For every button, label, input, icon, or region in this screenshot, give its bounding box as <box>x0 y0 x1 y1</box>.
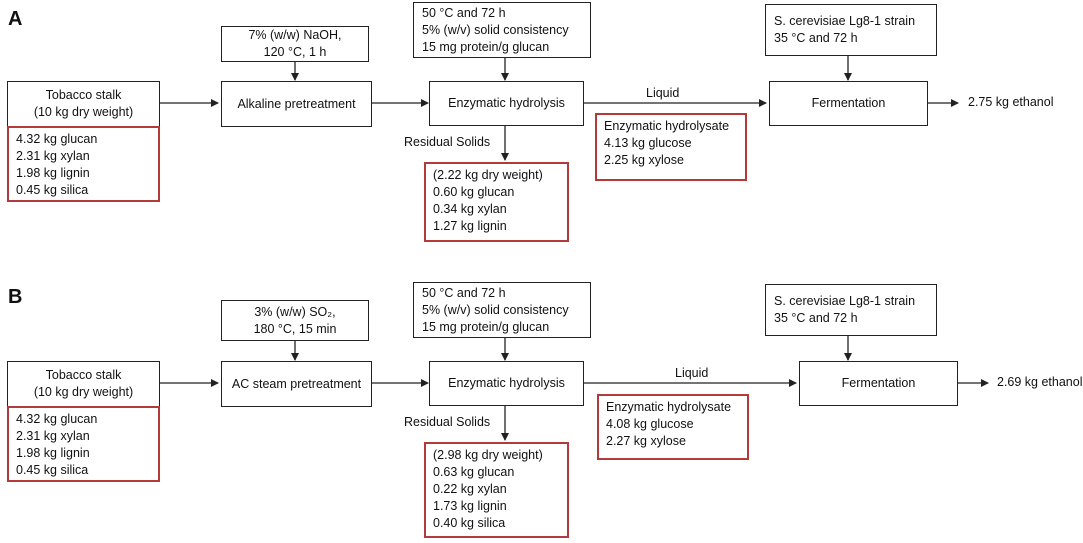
residual-solids-label-b: Residual Solids <box>404 415 491 429</box>
residual-item: 0.34 kg xylan <box>433 202 507 216</box>
hydrolysate-item: 2.25 kg xylose <box>604 153 684 167</box>
source-name: Tobacco stalk <box>45 88 122 102</box>
condition-line: S. cerevisiae Lg8-1 strain <box>774 14 916 28</box>
composition-item: 2.31 kg xylan <box>16 429 90 443</box>
feedstock-composition-box-b: 4.32 kg glucan 2.31 kg xylan 1.98 kg lig… <box>7 406 160 482</box>
condition-line: 180 °C, 15 min <box>253 321 337 336</box>
hydrolysis-conditions-box-b: 50 °C and 72 h 5% (w/v) solid consistenc… <box>413 282 591 338</box>
composition-item: 4.32 kg glucan <box>16 132 98 146</box>
condition-line: 50 °C and 72 h <box>422 286 506 300</box>
condition-line: 15 mg protein/g glucan <box>422 320 550 334</box>
pretreatment-conditions-box-a: 7% (w/w) NaOH, 120 °C, 1 h <box>221 26 369 62</box>
hydrolysis-label: Enzymatic hydrolysis <box>448 376 565 390</box>
condition-line: S. cerevisiae Lg8-1 strain <box>774 294 916 308</box>
condition-line: 15 mg protein/g glucan <box>422 40 550 54</box>
fermentation-box-a: Fermentation <box>769 81 928 126</box>
condition-line: 5% (w/v) solid consistency <box>422 303 569 317</box>
liquid-label-a: Liquid <box>646 86 680 100</box>
condition-line: 35 °C and 72 h <box>774 311 858 325</box>
residual-item: 0.60 kg glucan <box>433 185 515 199</box>
hydrolysis-box-a: Enzymatic hydrolysis <box>429 81 584 126</box>
residual-item: 1.27 kg lignin <box>433 219 507 233</box>
residual-solids-box-b: (2.98 kg dry weight) 0.63 kg glucan 0.22… <box>424 442 569 538</box>
fermentation-label: Fermentation <box>841 376 916 390</box>
composition-item: 0.45 kg silica <box>16 183 89 197</box>
composition-item: 1.98 kg lignin <box>16 446 90 460</box>
residual-item: 0.22 kg xylan <box>433 482 507 496</box>
pretreatment-label: Alkaline pretreatment <box>237 96 356 111</box>
panel-label-a: A <box>8 8 23 30</box>
residual-solids-label-a: Residual Solids <box>404 135 491 149</box>
pretreatment-box-b: AC steam pretreatment <box>221 361 372 407</box>
pretreatment-box-a: Alkaline pretreatment <box>221 81 372 127</box>
feedstock-composition-box-a: 4.32 kg glucan 2.31 kg xylan 1.98 kg lig… <box>7 126 160 202</box>
fermentation-label: Fermentation <box>811 96 886 110</box>
fermentation-box-b: Fermentation <box>799 361 958 406</box>
panel-label-b: B <box>8 286 23 308</box>
composition-item: 0.45 kg silica <box>16 463 89 477</box>
pretreatment-label: AC steam pretreatment <box>231 376 362 391</box>
hydrolysate-item: 4.08 kg glucose <box>606 417 694 431</box>
composition-item: 1.98 kg lignin <box>16 166 90 180</box>
residual-item: 1.73 kg lignin <box>433 499 507 513</box>
hydrolysate-item: 2.27 kg xylose <box>606 434 686 448</box>
condition-line: 120 °C, 1 h <box>263 45 327 59</box>
hydrolysis-label: Enzymatic hydrolysis <box>448 96 565 110</box>
fermentation-conditions-box-a: S. cerevisiae Lg8-1 strain 35 °C and 72 … <box>765 4 937 56</box>
ethanol-output-b: 2.69 kg ethanol <box>997 375 1083 389</box>
source-weight: (10 kg dry weight) <box>33 105 134 119</box>
tobacco-stalk-box-b: Tobacco stalk (10 kg dry weight) <box>7 361 160 407</box>
ethanol-output-a: 2.75 kg ethanol <box>968 95 1054 109</box>
source-name: Tobacco stalk <box>45 368 122 382</box>
hydrolysis-box-b: Enzymatic hydrolysis <box>429 361 584 406</box>
residual-item: 0.63 kg glucan <box>433 465 515 479</box>
condition-line: 7% (w/w) NaOH, <box>248 28 342 42</box>
residual-item: (2.22 kg dry weight) <box>433 168 543 182</box>
hydrolysate-title: Enzymatic hydrolysate <box>606 400 732 414</box>
condition-line: 50 °C and 72 h <box>422 6 506 20</box>
hydrolysis-conditions-box-a: 50 °C and 72 h 5% (w/v) solid consistenc… <box>413 2 591 58</box>
composition-item: 4.32 kg glucan <box>16 412 98 426</box>
pretreatment-conditions-box-b: 3% (w/w) SO₂, 180 °C, 15 min <box>221 300 369 341</box>
residual-solids-box-a: (2.22 kg dry weight) 0.60 kg glucan 0.34… <box>424 162 569 242</box>
hydrolysate-title: Enzymatic hydrolysate <box>604 119 730 133</box>
condition-line: 35 °C and 72 h <box>774 31 858 45</box>
condition-line: 5% (w/v) solid consistency <box>422 23 569 37</box>
residual-item: (2.98 kg dry weight) <box>433 448 543 462</box>
fermentation-conditions-box-b: S. cerevisiae Lg8-1 strain 35 °C and 72 … <box>765 284 937 336</box>
residual-item: 0.40 kg silica <box>433 516 506 530</box>
liquid-label-b: Liquid <box>675 366 709 380</box>
tobacco-stalk-box-a: Tobacco stalk (10 kg dry weight) <box>7 81 160 127</box>
condition-line: 3% (w/w) SO₂, <box>254 304 336 319</box>
hydrolysate-box-a: Enzymatic hydrolysate 4.13 kg glucose 2.… <box>595 113 747 181</box>
composition-item: 2.31 kg xylan <box>16 149 90 163</box>
source-weight: (10 kg dry weight) <box>33 385 134 399</box>
hydrolysate-item: 4.13 kg glucose <box>604 136 692 150</box>
hydrolysate-box-b: Enzymatic hydrolysate 4.08 kg glucose 2.… <box>597 394 749 460</box>
